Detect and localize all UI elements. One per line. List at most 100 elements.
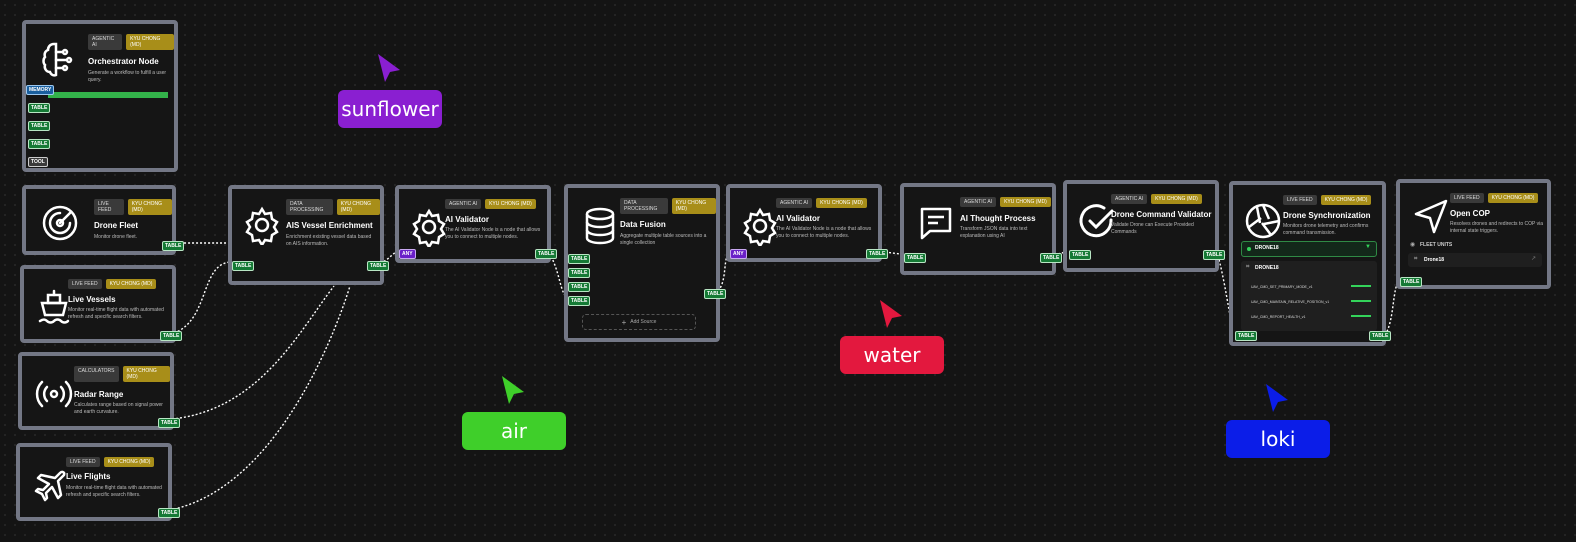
port-any-in[interactable]: ANY (399, 249, 416, 259)
port-table-out[interactable]: TABLE (704, 289, 727, 299)
drone-command-validator-node[interactable]: AGENTIC AI KYU CHONG (MD) Drone Command … (1063, 180, 1226, 272)
badge-row: LIVE FEED KYU CHONG (MD) (94, 199, 172, 215)
port-table-out[interactable]: TABLE (367, 261, 390, 271)
owner-badge: KYU CHONG (MD) (1151, 194, 1202, 204)
category-badge: LIVE FEED (1283, 195, 1317, 205)
node-title: AI Validator (776, 214, 821, 223)
owner-badge: KYU CHONG (MD) (127, 199, 172, 215)
port-table-in[interactable]: TABLE (568, 254, 591, 264)
category-badge: AGENTIC AI (960, 197, 997, 207)
port-table-in[interactable]: TABLE (1235, 331, 1258, 341)
drone-synchronization-node[interactable]: LIVE FEED KYU CHONG (MD) Drone Synchroni… (1229, 181, 1392, 346)
port-table-out[interactable]: TABLE (1203, 250, 1226, 260)
node-title: AI Validator (445, 215, 490, 224)
brain-icon (40, 40, 80, 80)
owner-badge: KYU CHONG (MD) (336, 199, 380, 215)
badge-row: AGENTIC AI KYU CHONG (MD) (776, 198, 867, 208)
port-table-out[interactable]: TABLE (866, 249, 889, 259)
badge-row: AGENTIC AI KYU CHONG (MD) (960, 197, 1051, 207)
port-table-in[interactable]: TABLE (1069, 250, 1092, 260)
gear-icon (409, 207, 449, 250)
badge-row: CALCULATORS KYU CHONG (MD) (74, 366, 170, 382)
open-cop-node[interactable]: LIVE FEED KYU CHONG (MD) Open COP Resolv… (1396, 179, 1551, 289)
drone-id: DRONE18 (1255, 265, 1279, 271)
signal-icon (34, 374, 74, 414)
category-badge: CALCULATORS (74, 366, 119, 382)
owner-badge: KYU CHONG (MD) (126, 34, 174, 50)
command-name: UAV_CMD_SET_PRIMARY_MODE_v1 (1251, 285, 1313, 289)
drone-icon: ⌗ (1246, 264, 1250, 270)
users-icon: ◉ (1410, 242, 1416, 248)
radar-range-node[interactable]: CALCULATORS KYU CHONG (MD) Radar Range C… (18, 352, 181, 430)
owner-badge: KYU CHONG (MD) (1000, 197, 1051, 207)
port-table-in[interactable]: TABLE (568, 296, 591, 306)
fleet-unit-row[interactable]: ⌗ Drone18 ↗ (1408, 253, 1542, 267)
port-table-out[interactable]: TABLE (158, 508, 181, 518)
badge-row: AGENTIC AI KYU CHONG (MD) (1111, 194, 1202, 204)
badge-row: DATA PROCESSING KYU CHONG (MD) (286, 199, 380, 215)
owner-badge: KYU CHONG (MD) (485, 199, 536, 209)
command-item: UAV_CMD_MAINTAIN_RELATIVE_POSITION_v1 (1251, 300, 1371, 304)
drone-fleet-node[interactable]: LIVE FEED KYU CHONG (MD) Drone Fleet Mon… (22, 185, 185, 255)
add-source-button[interactable]: + Add Source (582, 314, 696, 330)
category-badge: AGENTIC AI (445, 199, 482, 209)
gear-icon (242, 205, 282, 248)
ai-thought-process-node[interactable]: AGENTIC AI KYU CHONG (MD) AI Thought Pro… (900, 183, 1063, 275)
badge-row: LIVE FEED KYU CHONG (MD) (68, 279, 157, 289)
port-memory[interactable]: MEMORY (26, 85, 55, 95)
port-table-in[interactable]: TABLE (568, 268, 591, 278)
ai-validator-node[interactable]: AGENTIC AI KYU CHONG (MD) AI Validator T… (726, 184, 889, 262)
owner-badge: KYU CHONG (MD) (122, 366, 170, 382)
node-description: Calculates range based on signal power a… (74, 402, 163, 415)
orchestrator-node[interactable]: AGENTIC AI KYU CHONG (MD) Orchestrator N… (22, 20, 178, 172)
ais-vessel-enrichment-node[interactable]: DATA PROCESSING KYU CHONG (MD) AIS Vesse… (228, 185, 390, 285)
owner-badge: KYU CHONG (MD) (671, 198, 716, 214)
port-table-in[interactable]: TABLE (568, 282, 591, 292)
port-table[interactable]: TABLE (28, 139, 51, 149)
node-title: Radar Range (74, 390, 124, 399)
cursor-arrow-icon (1266, 384, 1288, 412)
live-flights-node[interactable]: LIVE FEED KYU CHONG (MD) Live Flights Mo… (16, 443, 181, 521)
port-table-out[interactable]: TABLE (158, 418, 181, 428)
owner-badge: KYU CHONG (MD) (103, 457, 155, 467)
port-table-in[interactable]: TABLE (1400, 277, 1423, 287)
port-table-out[interactable]: TABLE (1369, 331, 1392, 341)
category-badge: DATA PROCESSING (286, 199, 333, 215)
command-list: ⌗ DRONE18 UAV_CMD_SET_PRIMARY_MODE_v1 UA… (1241, 261, 1377, 331)
section-label: FLEET UNITS (1420, 242, 1453, 248)
node-title: Live Vessels (68, 295, 116, 304)
badge-row: DATA PROCESSING KYU CHONG (MD) (620, 198, 716, 214)
port-tool[interactable]: TOOL (28, 157, 48, 167)
category-badge: AGENTIC AI (1111, 194, 1148, 204)
aperture-icon (1243, 201, 1281, 239)
port-table[interactable]: TABLE (28, 103, 51, 113)
external-link-icon[interactable]: ↗ (1530, 256, 1536, 262)
port-table-out[interactable]: TABLE (1040, 253, 1063, 263)
node-description: Resolves drones and redirects to COP via… (1450, 221, 1544, 234)
wire-radar-ais (171, 285, 335, 420)
ok-indicator (1351, 315, 1371, 317)
badge-row: AGENTIC AI KYU CHONG (MD) (88, 34, 174, 50)
node-title: Drone Command Validator (1111, 210, 1212, 219)
cursor-arrow-icon (378, 54, 400, 82)
ai-validator-node[interactable]: AGENTIC AI KYU CHONG (MD) AI Validator T… (395, 185, 558, 263)
drone-status-row[interactable]: DRONE18 ▼ (1241, 241, 1377, 257)
data-fusion-node[interactable]: DATA PROCESSING KYU CHONG (MD) Data Fusi… (564, 184, 727, 342)
port-table-in[interactable]: TABLE (904, 253, 927, 263)
node-description: Enrichment existing vessel data based on… (286, 234, 372, 247)
port-any-in[interactable]: ANY (730, 249, 747, 259)
category-badge: AGENTIC AI (776, 198, 813, 208)
port-table-out[interactable]: TABLE (535, 249, 558, 259)
port-table[interactable]: TABLE (28, 121, 51, 131)
port-table-out[interactable]: TABLE (160, 331, 183, 341)
plus-icon: + (621, 317, 627, 327)
node-description: Transform JSON data into text explanatio… (960, 226, 1028, 239)
port-table-in[interactable]: TABLE (232, 261, 255, 271)
node-title: Orchestrator Node (88, 57, 159, 66)
node-description: Validate Drone can Execute Provided Comm… (1111, 222, 1194, 235)
node-title: Drone Fleet (94, 221, 139, 230)
live-vessels-node[interactable]: LIVE FEED KYU CHONG (MD) Live Vessels Mo… (20, 265, 183, 343)
port-table-out[interactable]: TABLE (162, 241, 185, 251)
command-name: UAV_CMD_MAINTAIN_RELATIVE_POSITION_v1 (1251, 300, 1330, 304)
command-item: UAV_CMD_SET_PRIMARY_MODE_v1 (1251, 285, 1371, 289)
